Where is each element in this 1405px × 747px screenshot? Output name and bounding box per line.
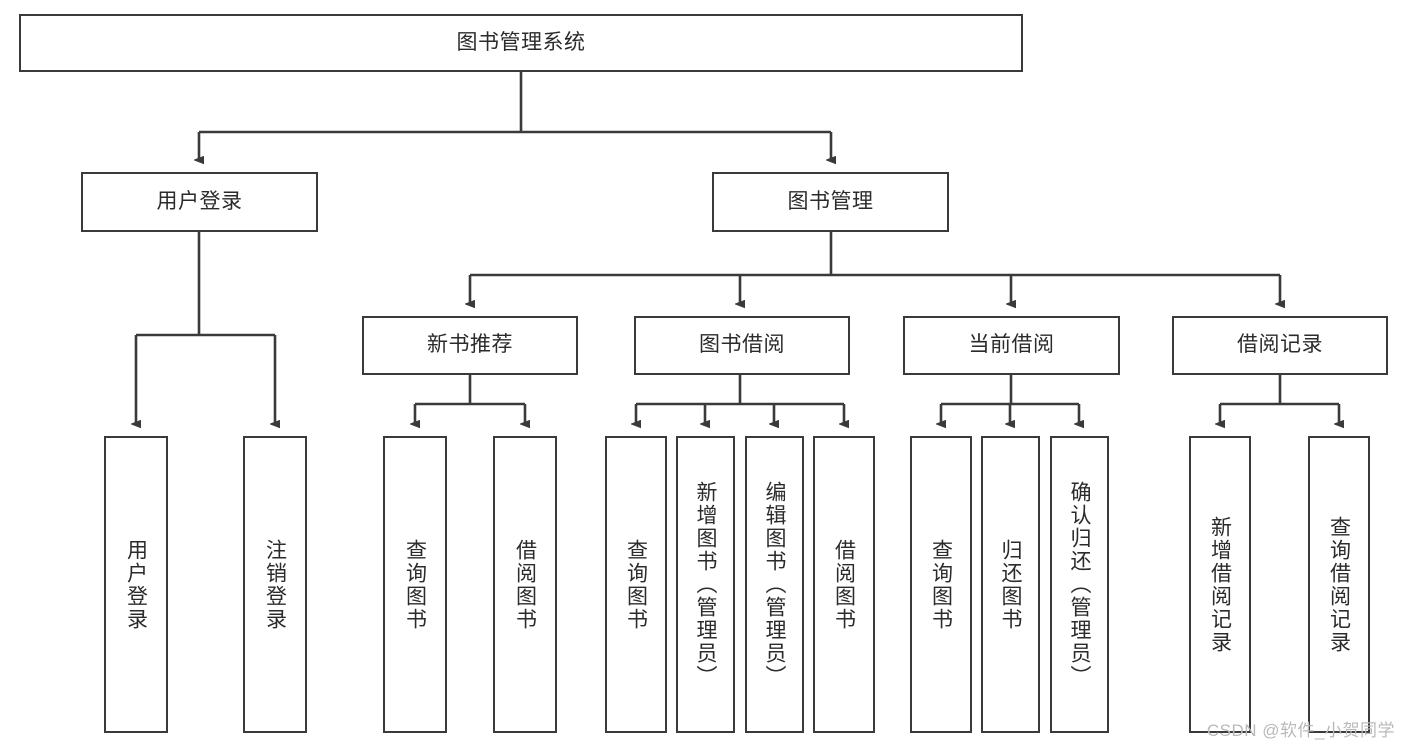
leaf-book-borrow-3[interactable]: 编辑图书（管理员） xyxy=(745,436,804,733)
leaf-new-book-rec-1-label: 查询图书 xyxy=(403,538,427,631)
leaf-book-borrow-3-label: 编辑图书（管理员） xyxy=(763,481,786,688)
leaf-new-book-rec-1[interactable]: 查询图书 xyxy=(383,436,447,733)
leaf-book-borrow-4-label: 借阅图书 xyxy=(832,538,856,631)
node-new-book-rec[interactable]: 新书推荐 xyxy=(362,316,578,375)
leaf-borrow-record-1[interactable]: 新增借阅记录 xyxy=(1189,436,1251,733)
leaf-book-borrow-2-label: 新增图书（管理员） xyxy=(694,481,717,688)
leaf-borrow-record-1-label: 新增借阅记录 xyxy=(1208,515,1232,654)
node-current-borrow-label: 当前借阅 xyxy=(968,333,1055,357)
node-book-manage-label: 图书管理 xyxy=(787,189,874,213)
node-root[interactable]: 图书管理系统 xyxy=(19,14,1023,72)
node-user-login[interactable]: 用户登录 xyxy=(81,172,318,232)
leaf-current-borrow-1-label: 查询图书 xyxy=(929,538,953,631)
leaf-book-borrow-4[interactable]: 借阅图书 xyxy=(813,436,875,733)
node-book-borrow[interactable]: 图书借阅 xyxy=(634,316,850,375)
leaf-book-borrow-1[interactable]: 查询图书 xyxy=(605,436,667,733)
leaf-new-book-rec-2-label: 借阅图书 xyxy=(513,538,537,631)
node-borrow-record[interactable]: 借阅记录 xyxy=(1172,316,1388,375)
node-book-borrow-label: 图书借阅 xyxy=(699,333,785,357)
node-borrow-record-label: 借阅记录 xyxy=(1237,333,1323,357)
leaf-current-borrow-3-label: 确认归还（管理员） xyxy=(1068,481,1091,688)
leaf-borrow-record-2-label: 查询借阅记录 xyxy=(1327,515,1351,654)
leaf-current-borrow-3[interactable]: 确认归还（管理员） xyxy=(1050,436,1109,733)
leaf-user-login-2[interactable]: 注销登录 xyxy=(243,436,307,733)
node-new-book-rec-label: 新书推荐 xyxy=(427,333,513,357)
leaf-current-borrow-2[interactable]: 归还图书 xyxy=(981,436,1040,733)
leaf-book-borrow-2[interactable]: 新增图书（管理员） xyxy=(676,436,735,733)
leaf-book-borrow-1-label: 查询图书 xyxy=(624,538,648,631)
leaf-user-login-2-label: 注销登录 xyxy=(263,538,287,631)
leaf-user-login-1-label: 用户登录 xyxy=(124,538,148,631)
leaf-new-book-rec-2[interactable]: 借阅图书 xyxy=(493,436,557,733)
leaf-borrow-record-2[interactable]: 查询借阅记录 xyxy=(1308,436,1370,733)
leaf-current-borrow-2-label: 归还图书 xyxy=(999,538,1022,631)
node-user-login-label: 用户登录 xyxy=(156,189,243,213)
leaf-current-borrow-1[interactable]: 查询图书 xyxy=(910,436,972,733)
leaf-user-login-1[interactable]: 用户登录 xyxy=(104,436,168,733)
node-book-manage[interactable]: 图书管理 xyxy=(712,172,949,232)
node-root-label: 图书管理系统 xyxy=(456,30,586,54)
node-current-borrow[interactable]: 当前借阅 xyxy=(903,316,1120,375)
